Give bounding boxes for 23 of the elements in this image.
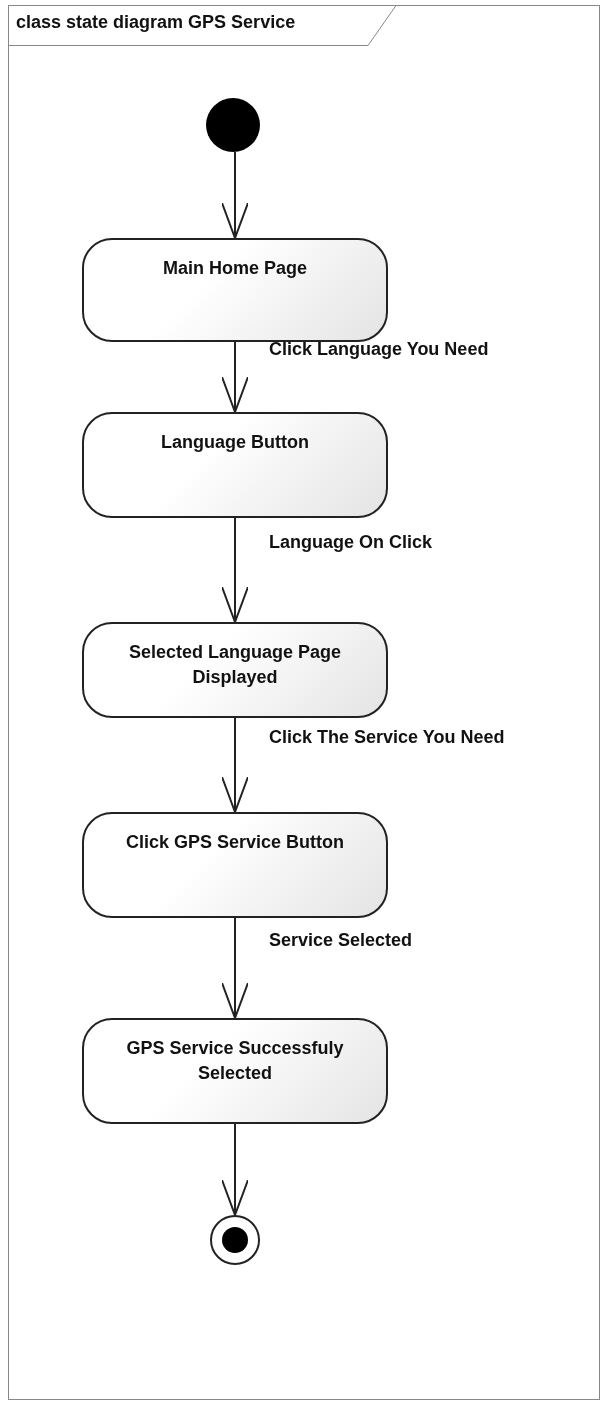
state-box xyxy=(82,622,388,718)
state-name: Language Button xyxy=(161,432,309,452)
state-name: Selected Language Page Displayed xyxy=(128,642,342,688)
transition-arrow xyxy=(221,151,249,239)
state-name: GPS Service Successfuly Selected xyxy=(126,1038,344,1084)
state-name: Main Home Page xyxy=(162,258,307,278)
final-state-circle xyxy=(210,1215,260,1265)
transition-arrow xyxy=(221,517,249,623)
transition-arrow xyxy=(221,1123,249,1216)
edge-label: Click Language You Need xyxy=(269,339,489,360)
state-name: Click GPS Service Button xyxy=(125,832,345,852)
initial-state-circle xyxy=(206,98,260,152)
edge-label: Service Selected xyxy=(269,930,413,951)
diagram-title: class state diagram GPS Service xyxy=(16,12,296,33)
edge-label: Language On Click xyxy=(269,532,433,553)
edge-label: Click The Service You Need xyxy=(269,727,505,748)
transition-arrow xyxy=(221,341,249,413)
state-box xyxy=(82,412,388,518)
transition-arrow xyxy=(221,717,249,813)
state-box xyxy=(82,238,388,342)
transition-arrow xyxy=(221,917,249,1019)
state-box xyxy=(82,812,388,918)
state-box xyxy=(82,1018,388,1124)
